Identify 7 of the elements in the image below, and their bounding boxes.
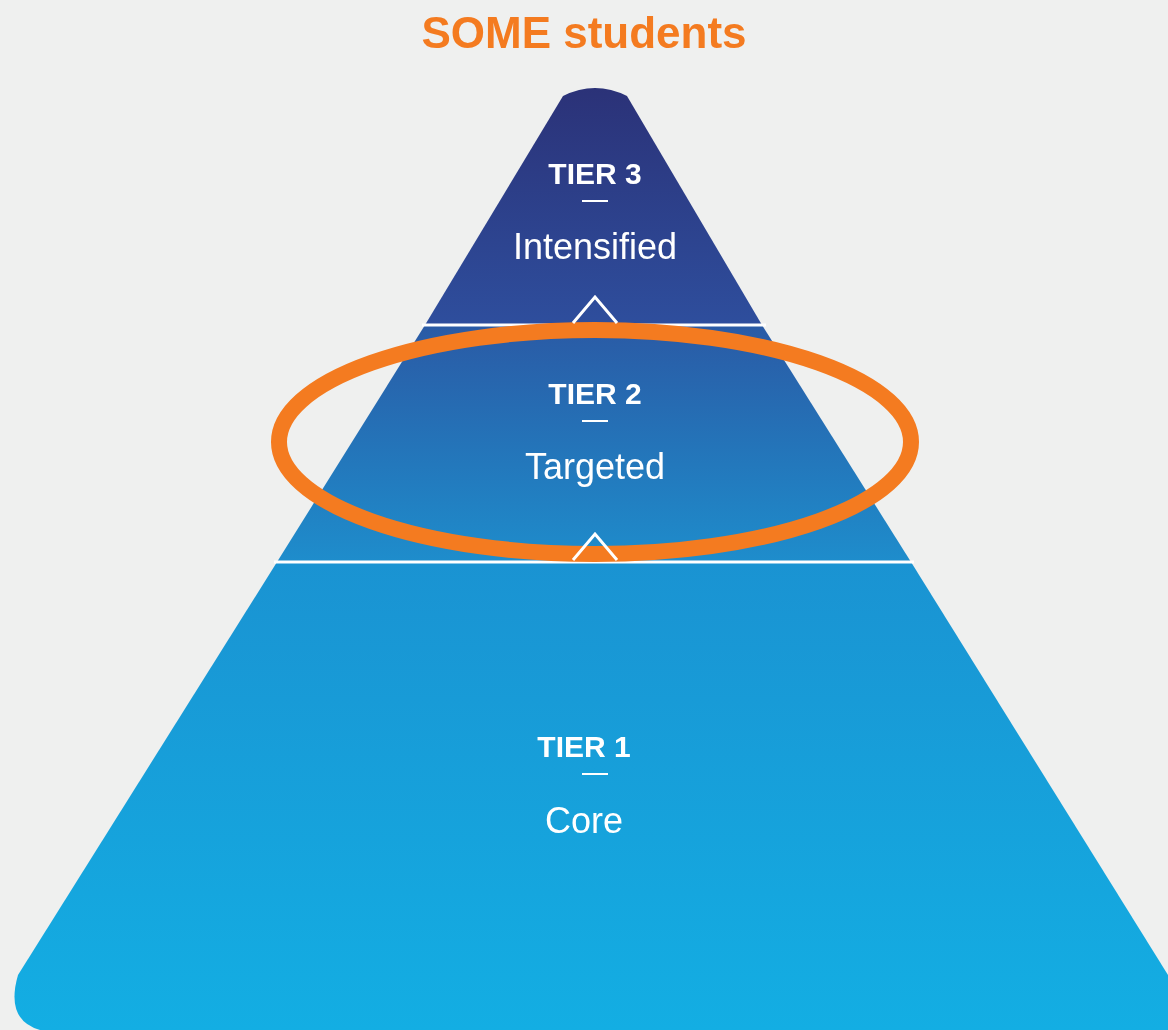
tier-name: Intensified	[512, 226, 678, 267]
tier-number: TIER 1	[537, 730, 631, 765]
tier-number: TIER 2	[548, 377, 642, 412]
title: SOME students	[420, 8, 748, 58]
tier-name: Targeted	[524, 446, 666, 487]
tier-number: TIER 3	[548, 157, 642, 192]
tier-name: Core	[545, 800, 623, 841]
